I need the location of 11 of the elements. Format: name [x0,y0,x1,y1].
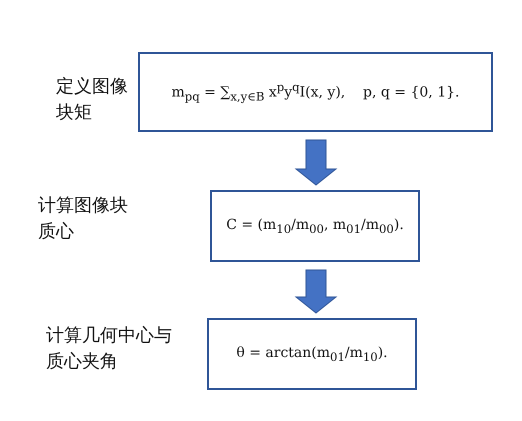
block-arrow [294,140,338,186]
formula-box [138,52,493,132]
formula-box [210,190,420,262]
step-label: 计算图像块质心 [38,194,129,244]
formula-box [207,318,417,390]
formula-text: θ = arctan(m$_{01}$/m$_{10}$). [236,344,388,364]
formula-text: m$_{pq}$ = ∑$_{x,y∈B}$ x$^{p}$y$^{q}$I(x, y), p, q = {0, 1}. [172,80,460,104]
step-label: 计算几何中心与质心夹角 [46,324,173,374]
step-label: 定义图像块矩 [56,75,129,125]
block-arrow [294,270,338,314]
formula-text: C = (m$_{10}$/m$_{00}$, m$_{01}$/m$_{00}$). [226,216,404,236]
